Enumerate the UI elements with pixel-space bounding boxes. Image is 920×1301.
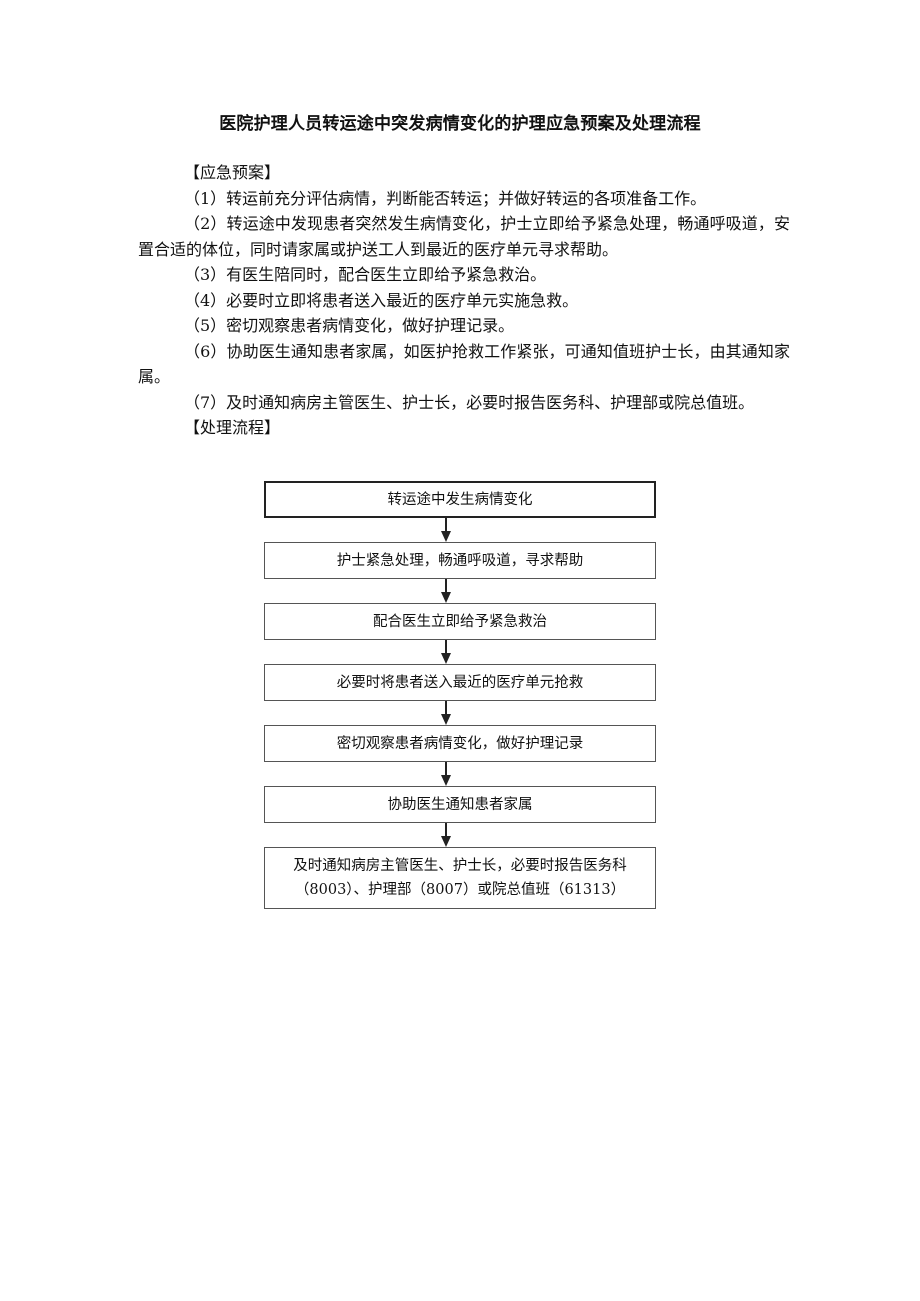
flow-step-1: 转运途中发生病情变化 — [264, 481, 656, 518]
flow-step-5: 密切观察患者病情变化，做好护理记录 — [264, 725, 656, 762]
arrow-down-icon — [441, 531, 451, 542]
flow-step-6: 协助医生通知患者家属 — [264, 786, 656, 823]
section-heading-emergency-plan: 【应急预案】 — [184, 163, 281, 182]
plan-item-4: （4）必要时立即将患者送入最近的医疗单元实施急救。 — [184, 290, 579, 310]
process-flowchart: 转运途中发生病情变化 护士紧急处理，畅通呼吸道，寻求帮助 配合医生立即给予紧急救… — [264, 481, 656, 909]
arrow-shaft — [445, 823, 447, 837]
flow-step-7-text: 及时通知病房主管医生、护士长，必要时报告医务科 （8003）、护理部（8007）… — [293, 854, 627, 902]
flow-arrow — [264, 701, 656, 725]
flow-step-6-label: 协助医生通知患者家属 — [387, 796, 533, 813]
plan-item-6: （6）协助医生通知患者家属，如医护抢救工作紧张，可通知值班护士长，由其通知家属。 — [138, 341, 790, 387]
plan-item-2: （2）转运途中发现患者突然发生病情变化，护士立即给予紧急处理，畅通呼吸道，安置合… — [138, 214, 790, 259]
arrow-down-icon — [441, 714, 451, 725]
arrow-down-icon — [441, 592, 451, 603]
plan-item-7: （7）及时通知病房主管医生、护士长，必要时报告医务科、护理部或院总值班。 — [184, 392, 755, 412]
plan-item-5: （5）密切观察患者病情变化，做好护理记录。 — [184, 316, 515, 335]
flow-arrow — [264, 640, 656, 664]
arrow-shaft — [445, 579, 447, 593]
arrow-shaft — [445, 518, 447, 532]
plan-item-1: （1）转运前充分评估病情，判断能否转运；并做好转运的各项准备工作。 — [184, 188, 707, 208]
flow-step-2-label: 护士紧急处理，畅通呼吸道，寻求帮助 — [336, 552, 584, 569]
page-title: 医院护理人员转运途中突发病情变化的护理应急预案及处理流程 — [219, 114, 701, 134]
document-body: 【应急预案】 （1）转运前充分评估病情，判断能否转运；并做好转运的各项准备工作。… — [138, 160, 790, 441]
flow-step-5-label: 密切观察患者病情变化，做好护理记录 — [336, 735, 584, 752]
arrow-shaft — [445, 701, 447, 715]
flow-step-4-label: 必要时将患者送入最近的医疗单元抢救 — [336, 674, 584, 691]
flow-step-3: 配合医生立即给予紧急救治 — [264, 603, 656, 640]
flow-arrow — [264, 518, 656, 542]
arrow-down-icon — [441, 653, 451, 664]
arrow-shaft — [445, 640, 447, 654]
flow-arrow — [264, 762, 656, 786]
flow-arrow — [264, 823, 656, 847]
arrow-down-icon — [441, 836, 451, 847]
flow-step-1-label: 转运途中发生病情变化 — [387, 491, 533, 508]
flow-step-7-line-2: （8003）、护理部（8007）或院总值班（61313） — [294, 882, 626, 898]
flow-arrow — [264, 579, 656, 603]
flow-step-7: 及时通知病房主管医生、护士长，必要时报告医务科 （8003）、护理部（8007）… — [264, 847, 656, 909]
flow-step-3-label: 配合医生立即给予紧急救治 — [373, 613, 547, 630]
section-heading-process-flow: 【处理流程】 — [184, 418, 281, 437]
arrow-shaft — [445, 762, 447, 776]
flow-step-7-line-1: 及时通知病房主管医生、护士长，必要时报告医务科 — [293, 858, 627, 874]
flow-step-4: 必要时将患者送入最近的医疗单元抢救 — [264, 664, 656, 701]
arrow-down-icon — [441, 775, 451, 786]
flow-step-2: 护士紧急处理，畅通呼吸道，寻求帮助 — [264, 542, 656, 579]
plan-item-3: （3）有医生陪同时，配合医生立即给予紧急救治。 — [184, 265, 547, 284]
